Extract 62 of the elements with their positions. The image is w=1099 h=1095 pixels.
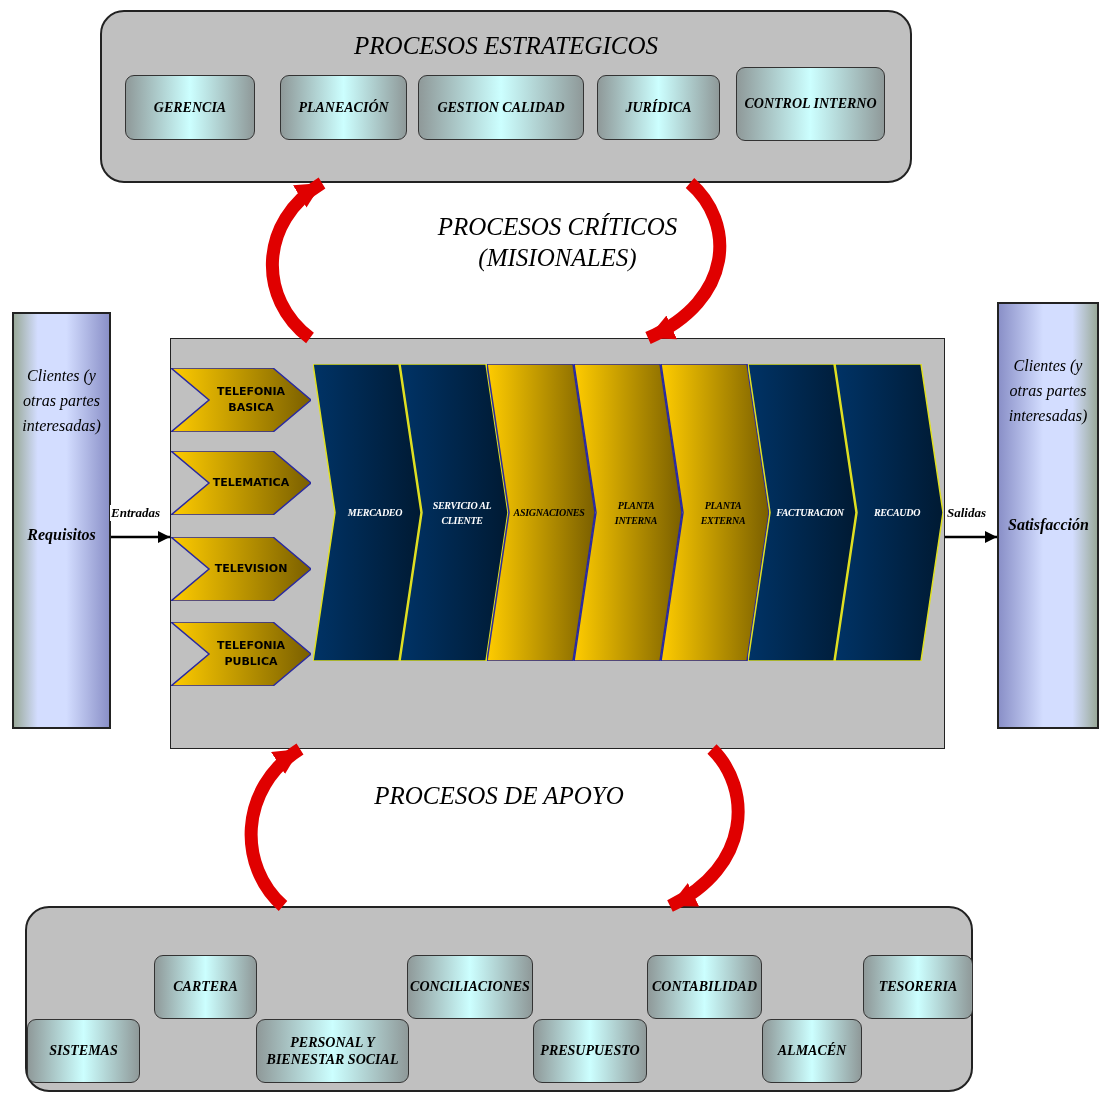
process-label: PLANEACIÓN bbox=[297, 98, 390, 117]
service-stage bbox=[171, 622, 311, 686]
process-label: GERENCIA bbox=[152, 98, 228, 117]
panel-text: Satisfacción bbox=[1008, 515, 1088, 536]
panel-text: Clientes (y otras partes interesadas) bbox=[21, 366, 102, 436]
process-stage bbox=[400, 364, 508, 661]
process-label: SISTEMAS bbox=[48, 1042, 119, 1060]
group-heading: PROCESOS DE APOYO bbox=[374, 781, 624, 811]
process-label: PLANTA EXTERNA bbox=[699, 498, 747, 528]
curved-arrow bbox=[266, 177, 326, 343]
process-box bbox=[154, 955, 257, 1019]
stakeholder-panel bbox=[997, 302, 1099, 729]
process-label: PLANTA INTERNA bbox=[613, 498, 659, 528]
process-stage bbox=[313, 364, 421, 661]
process-label: TELEMATICA bbox=[211, 474, 291, 491]
process-label: CONCILIACIONES bbox=[409, 978, 531, 996]
process-label: FACTURACION bbox=[775, 506, 845, 520]
process-box bbox=[407, 955, 533, 1019]
process-box bbox=[125, 75, 255, 140]
process-box bbox=[647, 955, 762, 1019]
process-label: TELEFONIA PUBLICA bbox=[215, 637, 287, 670]
process-label: TELEVISION bbox=[213, 560, 289, 577]
process-label: ALMACÉN bbox=[776, 1042, 848, 1060]
curved-arrow bbox=[244, 743, 304, 911]
process-label: CONTROL INTERNO bbox=[743, 95, 878, 113]
panel-text: Clientes (y otras partes interesadas) bbox=[1008, 356, 1088, 427]
process-label: MERCADEO bbox=[346, 506, 404, 520]
group-heading: PROCESOS CRÍTICOS (MISIONALES) bbox=[436, 212, 679, 274]
process-box bbox=[418, 75, 584, 140]
process-stage bbox=[748, 364, 856, 661]
process-label: CARTERA bbox=[172, 978, 239, 996]
stakeholder-panel bbox=[12, 312, 111, 729]
process-label: JURÍDICA bbox=[624, 98, 693, 117]
service-stage bbox=[171, 451, 311, 515]
process-label: CONTABILIDAD bbox=[651, 978, 758, 996]
process-box bbox=[736, 67, 885, 141]
process-label: TELEFONIA BASICA bbox=[215, 383, 287, 416]
service-stage bbox=[171, 537, 311, 601]
process-label: GESTION CALIDAD bbox=[436, 98, 566, 117]
arrow bbox=[945, 531, 997, 543]
service-stage bbox=[171, 368, 311, 432]
process-box bbox=[863, 955, 973, 1019]
process-label: RECAUDO bbox=[872, 506, 922, 520]
process-stage bbox=[661, 364, 769, 661]
arrow bbox=[111, 531, 170, 543]
process-label: SERVICIO AL CLIENTE bbox=[431, 498, 493, 528]
process-label: TESORERIA bbox=[877, 978, 959, 996]
process-group-panel bbox=[100, 10, 912, 183]
curved-arrow bbox=[645, 178, 727, 344]
process-label: ASIGNACIONES bbox=[512, 506, 586, 520]
process-box bbox=[280, 75, 407, 140]
curved-arrow bbox=[666, 744, 745, 912]
edge-label: Entradas bbox=[110, 505, 162, 521]
process-label: PERSONAL Y BIENESTAR SOCIAL bbox=[265, 1033, 400, 1069]
process-box bbox=[27, 1019, 140, 1083]
process-box bbox=[533, 1019, 647, 1083]
group-heading: PROCESOS ESTRATEGICOS bbox=[354, 31, 658, 61]
process-box bbox=[597, 75, 720, 140]
process-label: PRESUPUESTO bbox=[539, 1042, 641, 1060]
process-box bbox=[762, 1019, 862, 1083]
process-box bbox=[256, 1019, 409, 1083]
panel-text: Requisitos bbox=[26, 525, 97, 546]
